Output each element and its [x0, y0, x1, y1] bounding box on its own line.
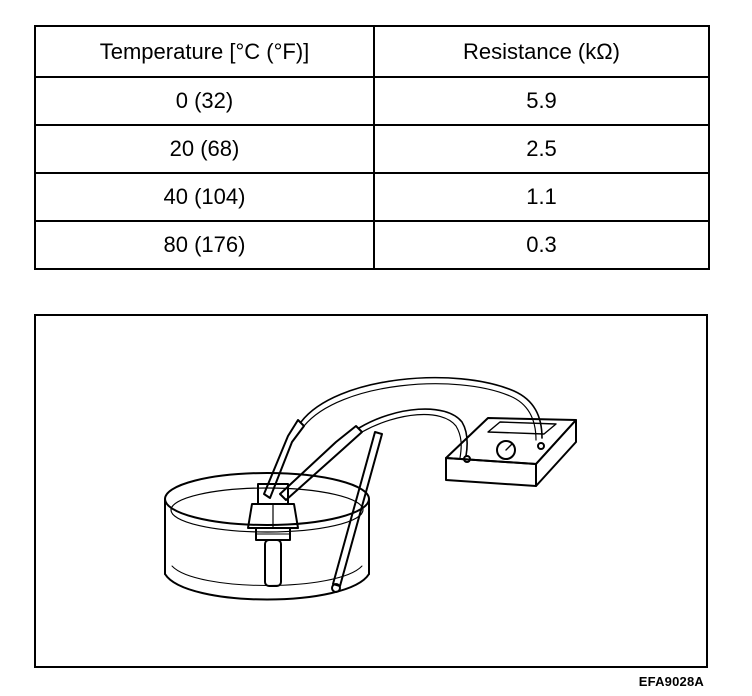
container-bottom: [164, 573, 370, 601]
lead-wire-left: [300, 376, 543, 439]
table-row: 20 (68) 2.5: [34, 124, 710, 174]
header-temperature: Temperature [°C (°F)]: [34, 25, 375, 78]
sensor-probe: [264, 539, 282, 587]
cell-temperature: 20 (68): [34, 124, 375, 174]
cell-resistance: 5.9: [373, 76, 710, 126]
table-row: 0 (32) 5.9: [34, 76, 710, 126]
probe-left: [263, 419, 305, 499]
table-row: 80 (176) 0.3: [34, 220, 710, 270]
thermometer-bulb: [331, 583, 341, 593]
ohmmeter-front: [445, 457, 537, 487]
cell-temperature: 80 (176): [34, 220, 375, 270]
cell-temperature: 0 (32): [34, 76, 375, 126]
sensor-hex-nut: [247, 503, 299, 529]
cell-temperature: 40 (104): [34, 172, 375, 222]
table-header-row: Temperature [°C (°F)] Resistance (kΩ): [34, 25, 710, 78]
sensor-connector: [257, 483, 289, 505]
thermometer: [332, 431, 383, 587]
illustration-frame: [34, 314, 708, 668]
ohmmeter-dial-pointer: [505, 443, 513, 451]
lead-wire-right-2: [361, 413, 462, 459]
ohmmeter-side: [535, 419, 577, 487]
table-row: 40 (104) 1.1: [34, 172, 710, 222]
cell-resistance: 1.1: [373, 172, 710, 222]
ohmmeter-jack-left: [463, 455, 471, 463]
temperature-resistance-table: Temperature [°C (°F)] Resistance (kΩ) 0 …: [34, 25, 710, 270]
ohmmeter-display: [487, 421, 557, 435]
water-container-rim: [164, 472, 370, 526]
ohmmeter-jack-right: [537, 442, 545, 450]
sensor-in-water-bath-with-ohmmeter-icon: [164, 376, 577, 601]
lead-wire-left-2: [303, 383, 537, 441]
figure-code: EFA9028A: [638, 674, 704, 689]
header-resistance: Resistance (kΩ): [373, 25, 710, 78]
lead-wire-right: [358, 408, 468, 457]
ohmmeter-dial: [496, 440, 516, 460]
cell-resistance: 2.5: [373, 124, 710, 174]
cell-resistance: 0.3: [373, 220, 710, 270]
